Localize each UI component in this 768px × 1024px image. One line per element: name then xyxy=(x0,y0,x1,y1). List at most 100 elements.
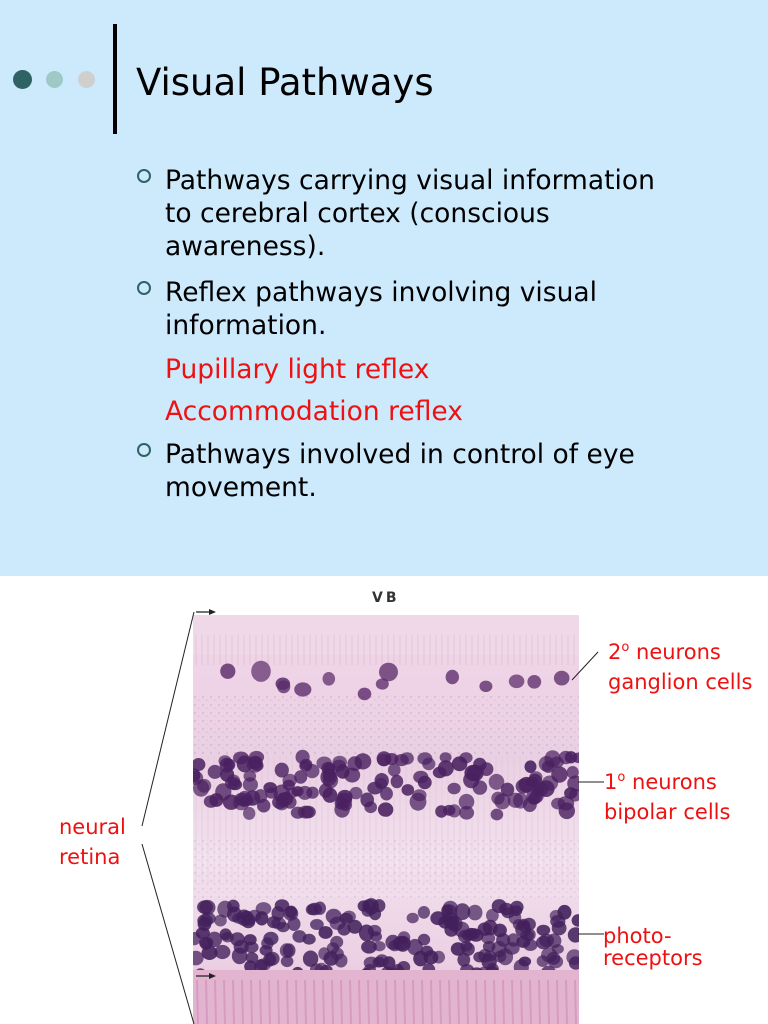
cell-nucleus xyxy=(199,899,216,916)
rod-segment xyxy=(313,979,316,1024)
cell-nucleus xyxy=(394,754,409,767)
bullet-2-line-2: information. xyxy=(165,310,327,341)
rod-segment xyxy=(502,979,505,1024)
rod-segment xyxy=(466,979,469,1024)
cell-nucleus xyxy=(337,923,351,936)
cell-nucleus xyxy=(553,670,570,686)
rod-segment xyxy=(358,979,361,1024)
sub-item-pupillary: Pupillary light reflex xyxy=(165,354,430,385)
cell-nucleus xyxy=(437,760,454,777)
bullet-ring-icon xyxy=(137,281,151,295)
cell-nucleus xyxy=(307,902,322,916)
cell-nucleus xyxy=(245,952,259,964)
rod-segment xyxy=(439,979,442,1024)
cell-nucleus xyxy=(233,939,249,954)
cell-nucleus xyxy=(233,751,249,765)
cell-nucleus xyxy=(244,960,257,973)
label-retina: retina xyxy=(59,845,121,869)
cell-nucleus xyxy=(318,783,333,798)
rod-segment xyxy=(259,979,262,1024)
rod-segment xyxy=(367,979,370,1024)
cell-nucleus xyxy=(271,917,287,930)
cell-nucleus xyxy=(206,931,223,948)
rod-segment xyxy=(538,979,541,1024)
cell-nucleus xyxy=(223,758,236,771)
rod-segment xyxy=(322,979,325,1024)
rod-segment xyxy=(277,979,280,1024)
cell-nucleus xyxy=(195,927,210,940)
cell-nucleus xyxy=(464,764,482,781)
rod-segment xyxy=(484,979,487,1024)
cell-nucleus xyxy=(332,759,346,772)
cell-nucleus xyxy=(323,951,339,966)
label-ganglion: 2o neurons ganglion cells xyxy=(608,637,752,697)
cell-nucleus xyxy=(450,942,466,956)
cell-nucleus xyxy=(551,944,564,954)
label-bipolar-rest: neurons xyxy=(625,770,717,794)
cell-nucleus xyxy=(251,660,271,682)
cell-nucleus xyxy=(508,674,525,689)
pointer-lines xyxy=(141,609,604,1024)
cell-nucleus xyxy=(518,956,532,967)
decor-dot-dark xyxy=(13,70,32,89)
rod-segment xyxy=(430,979,433,1024)
cell-nucleus xyxy=(538,756,555,772)
cell-nucleus xyxy=(370,931,382,942)
cell-nucleus xyxy=(457,952,471,967)
bullet-3: Pathways involved in control of eye move… xyxy=(165,438,635,504)
cell-nucleus xyxy=(536,924,551,936)
cell-nucleus xyxy=(376,751,392,767)
arrow-top-head xyxy=(209,609,216,615)
cell-nucleus xyxy=(203,795,219,808)
cell-nucleus xyxy=(458,793,475,810)
cell-nucleus xyxy=(523,939,538,951)
cell-nucleus xyxy=(454,903,471,921)
cell-nucleus xyxy=(486,908,499,922)
cell-nucleus xyxy=(243,806,256,820)
cell-nucleus xyxy=(413,770,429,784)
cell-nucleus xyxy=(522,797,537,812)
cell-nucleus xyxy=(568,956,579,970)
cell-nucleus xyxy=(282,779,295,791)
cell-nucleus xyxy=(407,938,423,956)
cell-nucleus xyxy=(443,915,457,929)
bullet-ring-icon xyxy=(137,443,151,457)
cell-nucleus xyxy=(488,773,505,790)
cell-nucleus xyxy=(349,786,363,800)
rod-segment xyxy=(268,979,271,1024)
cell-nucleus xyxy=(299,760,313,772)
cell-nucleus xyxy=(294,682,312,697)
cell-nucleus xyxy=(330,935,344,949)
cell-nucleus xyxy=(347,756,363,772)
bullet-1-line-2: to cerebral cortex (conscious xyxy=(165,198,550,229)
bullet-2-line-1: Reflex pathways involving visual xyxy=(165,277,597,308)
cell-nucleus xyxy=(200,912,216,925)
cell-nucleus xyxy=(379,662,398,682)
bullet-ring-icon xyxy=(137,169,151,183)
cell-nucleus xyxy=(285,787,299,798)
cell-nucleus xyxy=(409,792,427,811)
rod-segment xyxy=(448,979,451,1024)
cell-nucleus xyxy=(447,782,461,795)
cell-nucleus xyxy=(246,756,263,773)
rod-segment xyxy=(394,979,397,1024)
rod-segment xyxy=(556,979,559,1024)
bullet-2: Reflex pathways involving visual informa… xyxy=(165,276,597,342)
rod-segment xyxy=(421,979,424,1024)
cell-nucleus xyxy=(496,933,511,947)
decor-dot-teal xyxy=(46,71,63,88)
rod-segment xyxy=(412,979,415,1024)
cell-nucleus xyxy=(241,913,256,926)
cell-nucleus xyxy=(515,920,531,938)
rod-segment xyxy=(295,979,298,1024)
bullet-3-line-1: Pathways involved in control of eye xyxy=(165,439,635,470)
cell-nucleus xyxy=(318,926,333,939)
cell-nucleus xyxy=(193,950,204,966)
label-bipolar-number: 1 xyxy=(604,770,618,794)
rod-segment xyxy=(340,979,343,1024)
cell-nucleus xyxy=(274,762,289,778)
bullet-3-line-2: movement. xyxy=(165,472,317,503)
cell-nucleus xyxy=(467,904,483,921)
cell-nucleus xyxy=(390,774,404,789)
cell-nucleus xyxy=(551,766,568,783)
